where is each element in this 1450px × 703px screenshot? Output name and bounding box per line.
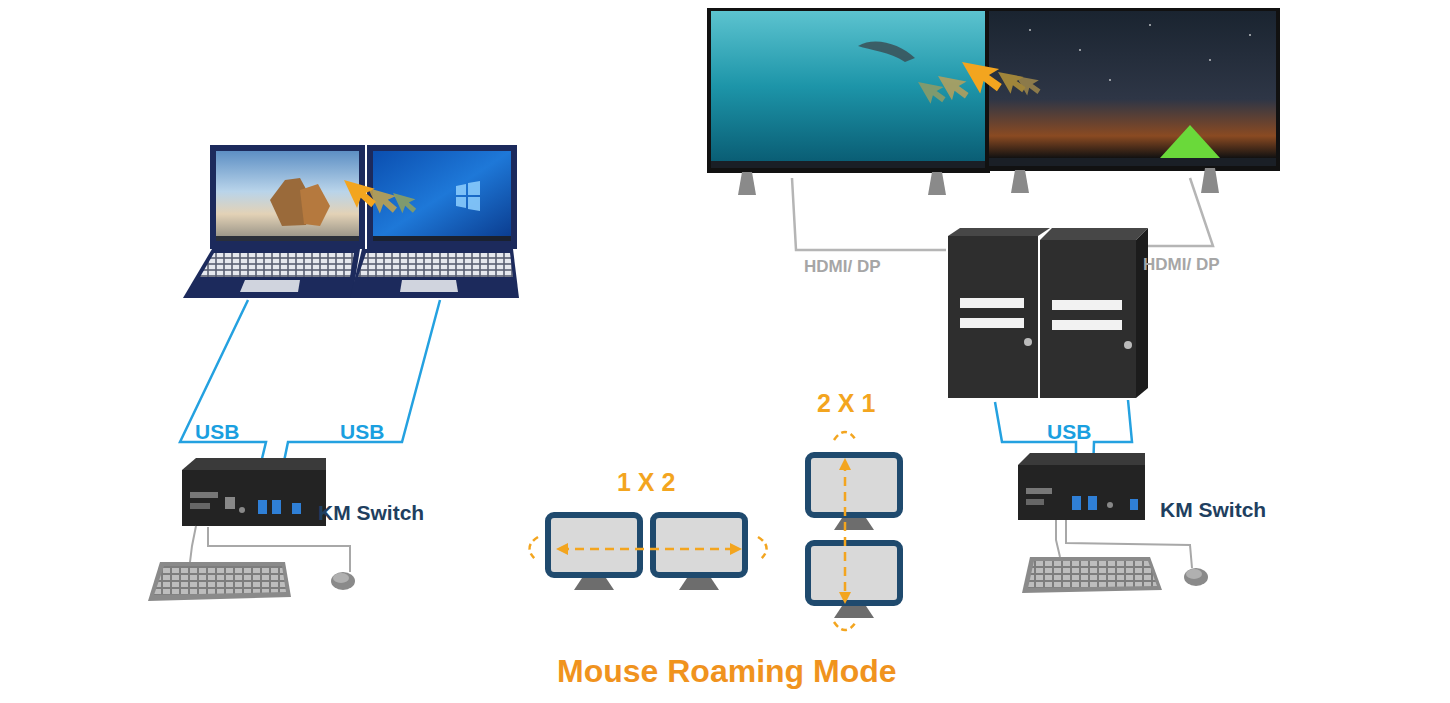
km-switch: KM Switch (1015, 452, 1290, 527)
cable-label: HDMI/ DP (804, 258, 881, 275)
km-switch: KM Switch (180, 455, 450, 530)
layout-label: 2 X 1 (817, 391, 875, 416)
cable-label: USB (340, 421, 384, 442)
cable-label: HDMI/ DP (1143, 256, 1220, 273)
caption: Mouse Roaming Mode (557, 655, 897, 687)
cable-label: USB (195, 421, 239, 442)
layout-label: 1 X 2 (617, 470, 675, 495)
cable-label: USB (1047, 421, 1091, 442)
device-label: KM Switch (318, 502, 424, 523)
device-label: KM Switch (1160, 499, 1266, 520)
